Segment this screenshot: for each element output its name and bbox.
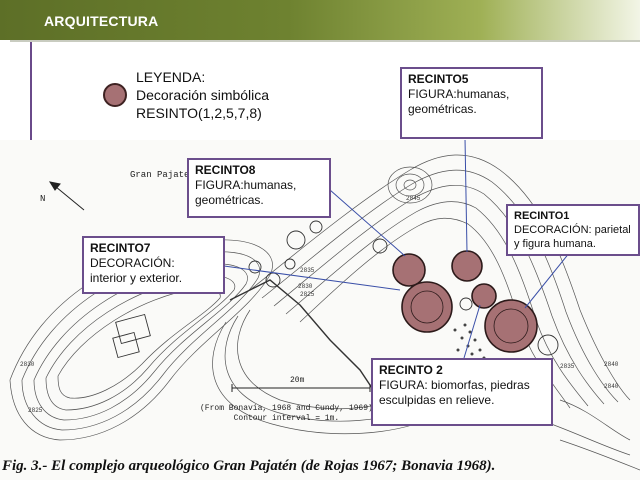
figure-caption: Fig. 3.- El complejo arqueológico Gran P… <box>2 458 496 474</box>
callout-title: RECINTO8 <box>195 163 256 177</box>
header-title: ARQUITECTURA <box>44 13 159 29</box>
callout-title: RECINTO7 <box>90 241 151 255</box>
legend: LEYENDA: Decoración simbólica RESINTO(1,… <box>136 68 269 122</box>
callout-leaders <box>194 137 571 359</box>
callout-line: DECORACIÓN: parietal <box>514 224 631 236</box>
left-accent-rule <box>30 42 32 140</box>
place-label: Gran Pajaten <box>130 170 195 180</box>
north-arrow-icon <box>48 181 85 211</box>
callout-title: RECINTO5 <box>408 72 469 86</box>
callout-line: geométricas. <box>408 102 477 116</box>
callout-line: FIGURA:humanas, <box>195 178 297 192</box>
callout-line: y figura humana. <box>514 238 596 250</box>
callout-recinto5: RECINTO5 FIGURA:humanas, geométricas. <box>400 67 543 139</box>
callout-line: geométricas. <box>195 193 264 207</box>
callout-line: DECORACIÓN: <box>90 256 175 270</box>
header-bar: ARQUITECTURA <box>0 0 640 40</box>
scale-label: 20m <box>290 376 305 385</box>
callout-line: esculpidas en relieve. <box>379 393 495 407</box>
svg-text:2835: 2835 <box>300 267 315 274</box>
legend-symbol-label: Decoración simbólica <box>136 87 270 103</box>
recinto-marker <box>451 250 483 282</box>
recinto-marker <box>471 283 497 309</box>
legend-resinto: RESINTO(1,2,5,7,8) <box>136 105 262 121</box>
callout-recinto2: RECINTO 2 FIGURA: biomorfas, piedras esc… <box>371 358 553 426</box>
callout-recinto7: RECINTO7 DECORACIÓN: interior y exterior… <box>82 236 225 294</box>
recinto-marker <box>484 299 538 353</box>
svg-text:2840: 2840 <box>604 361 619 368</box>
highlighted-recintos <box>392 250 538 353</box>
north-label: N <box>40 194 46 204</box>
svg-text:2830: 2830 <box>298 283 313 290</box>
source-note: (From Bonavia, 1968 and Cundy, 1969) Con… <box>200 404 373 424</box>
legend-marker-icon <box>103 83 127 107</box>
recinto-marker <box>392 253 426 287</box>
callout-line: FIGURA: biomorfas, piedras <box>379 378 530 392</box>
svg-text:2825: 2825 <box>300 291 315 298</box>
terrace-wall <box>229 279 381 401</box>
legend-heading: LEYENDA: <box>136 69 206 85</box>
svg-text:2825: 2825 <box>28 407 43 414</box>
header-divider <box>10 40 640 42</box>
callout-title: RECINTO1 <box>514 210 570 222</box>
callout-recinto8: RECINTO8 FIGURA:humanas, geométricas. <box>187 158 331 218</box>
callout-recinto1: RECINTO1 DECORACIÓN: parietal y figura h… <box>506 204 640 256</box>
svg-text:2840: 2840 <box>604 383 619 390</box>
callout-line: FIGURA:humanas, <box>408 87 510 101</box>
callout-line: interior y exterior. <box>90 271 183 285</box>
scale-bar <box>231 384 371 392</box>
callout-title: RECINTO 2 <box>379 363 443 377</box>
source-line-1: (From Bonavia, 1968 and Cundy, 1969) <box>200 404 373 413</box>
svg-text:2830: 2830 <box>20 361 35 368</box>
recinto-marker <box>401 281 453 333</box>
svg-text:2835: 2835 <box>560 363 575 370</box>
source-line-2: Contour interval = 1m. <box>233 414 340 423</box>
svg-text:2845: 2845 <box>406 195 421 202</box>
